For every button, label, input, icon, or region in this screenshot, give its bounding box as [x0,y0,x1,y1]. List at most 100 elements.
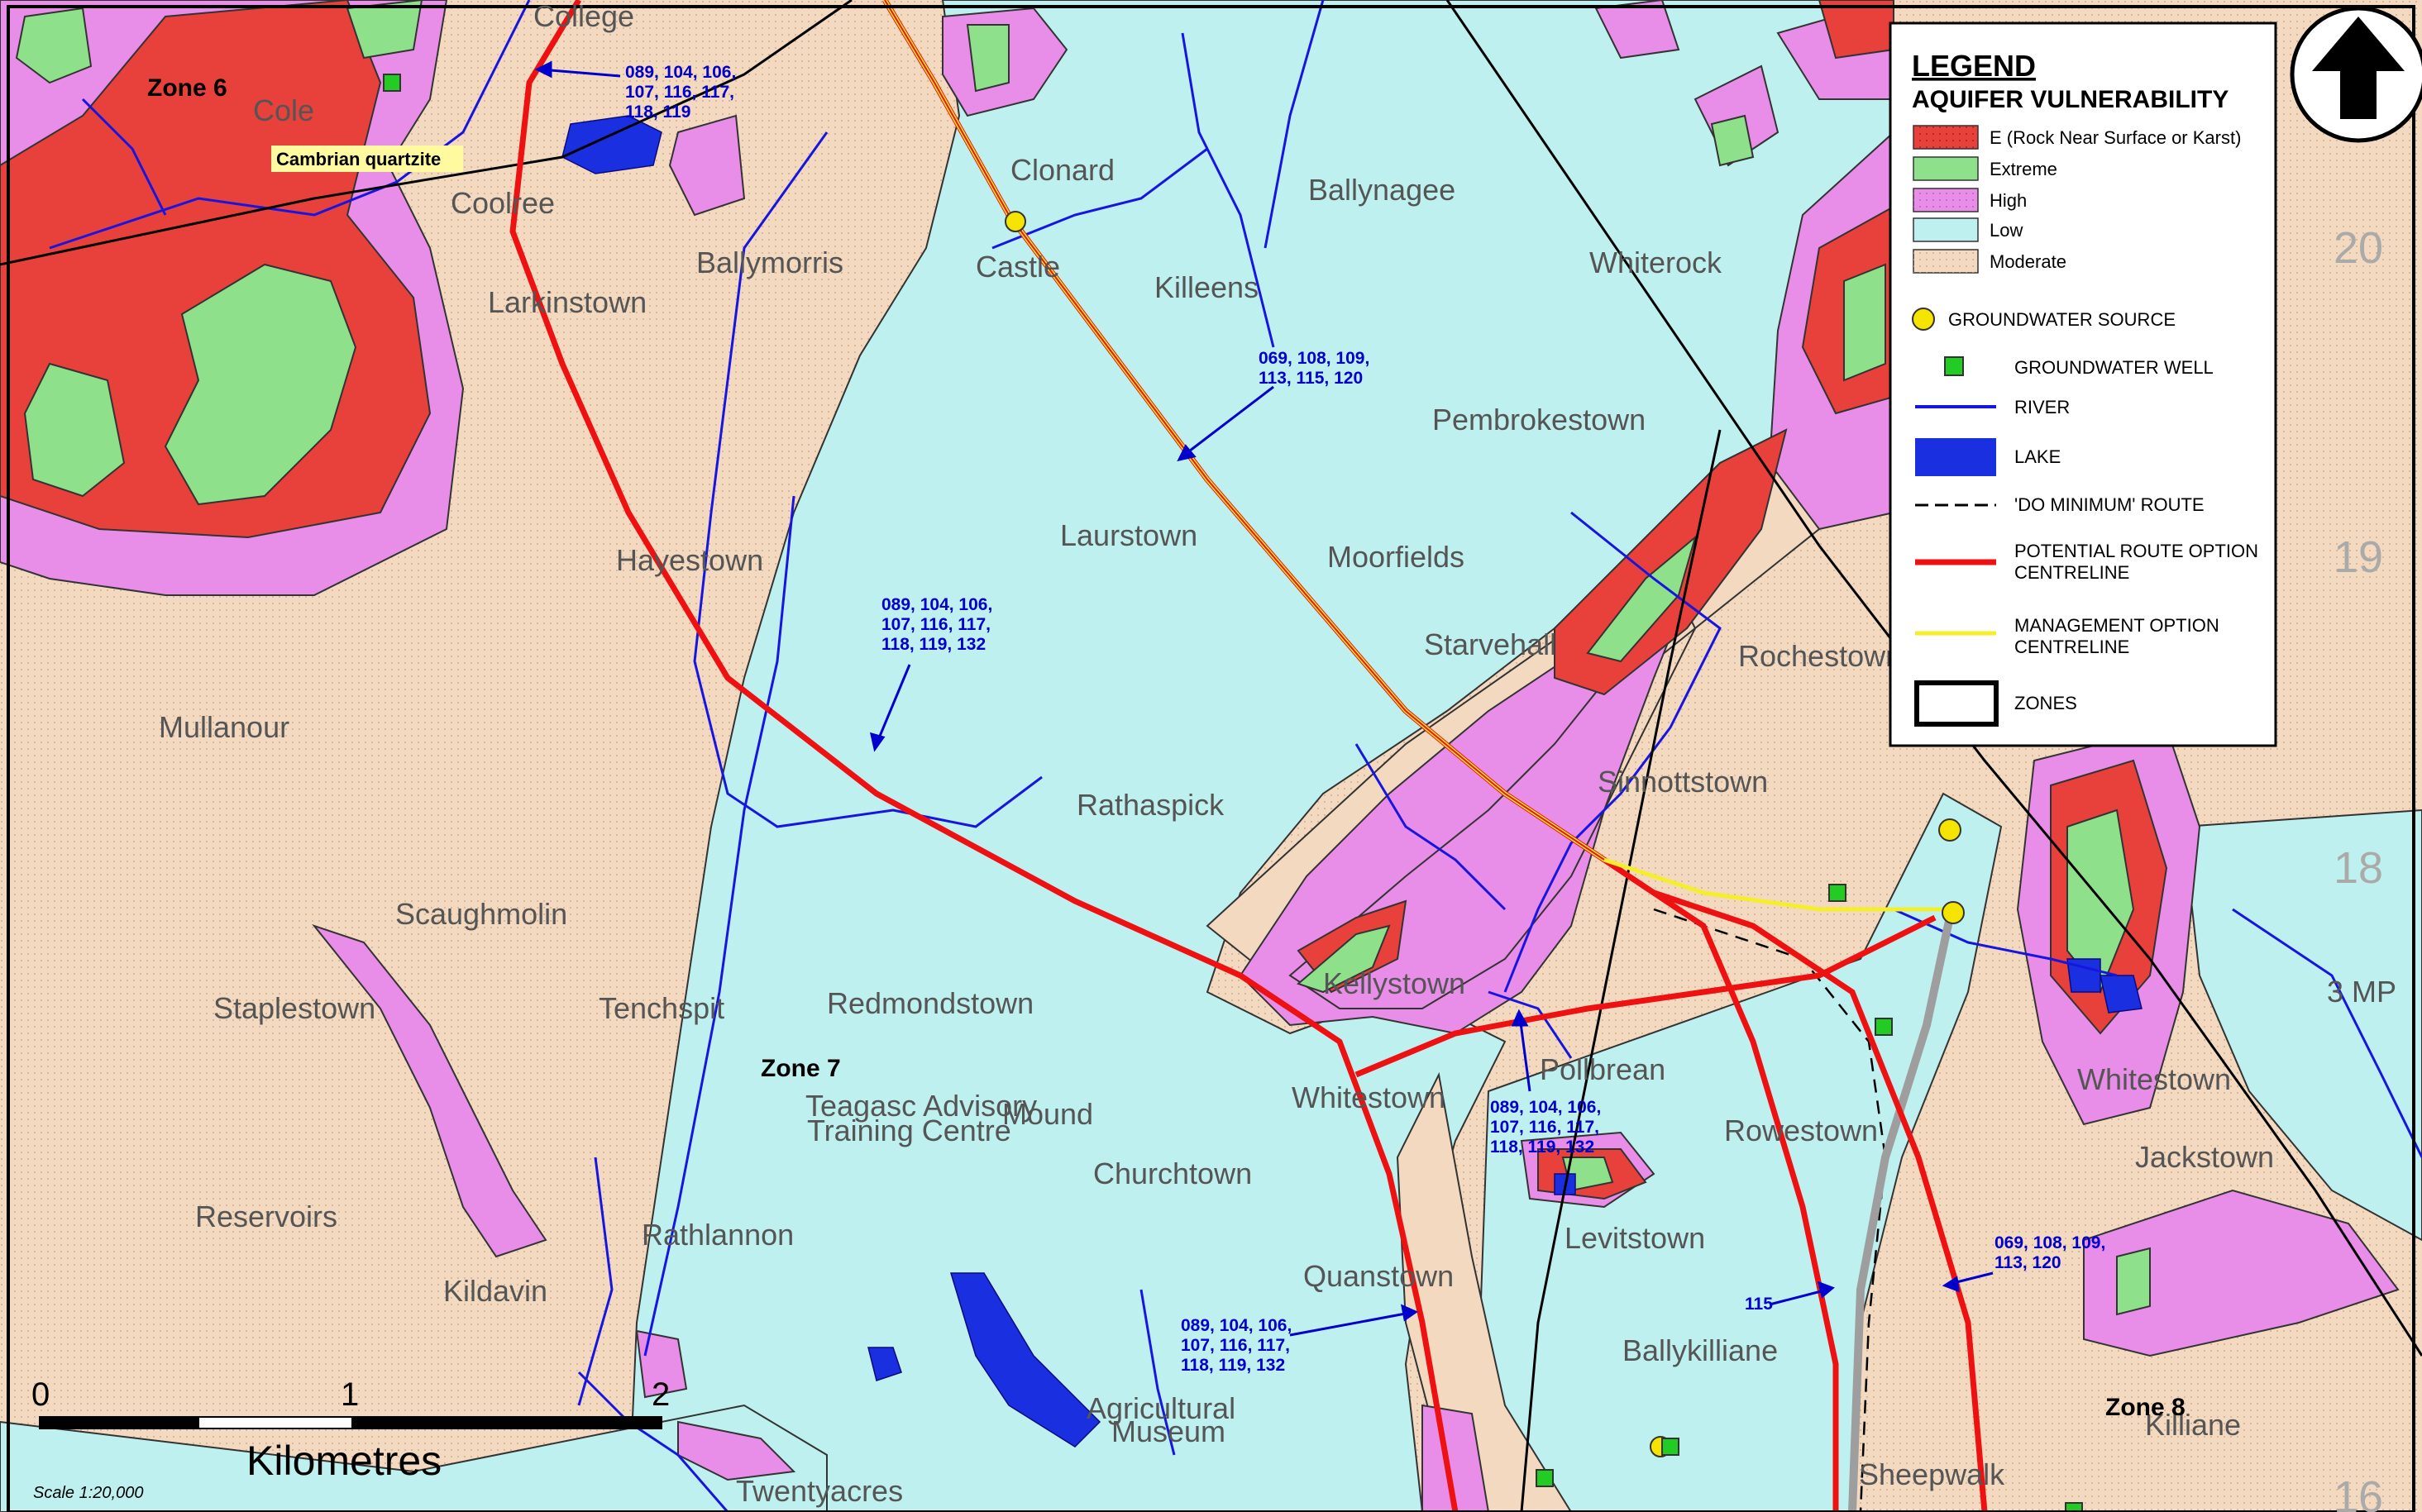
place-label: Killiane [2145,1408,2241,1442]
place-label: College [533,0,634,33]
place-label: Churchtown [1093,1157,1252,1190]
grid-number: 19 [2334,532,2383,582]
place-label: Twentyacres [736,1474,903,1508]
place-label: Killeens [1154,270,1259,304]
place-label: Kellystown [1323,966,1465,1000]
place-label: Pollbrean [1540,1052,1665,1086]
annotation-line: 107, 116, 117, [625,83,734,102]
place-label: Scaughmolin [395,897,567,931]
place-label: Whitestown [1292,1080,1445,1114]
annotation-labels: 089, 104, 106, 107, 116, 117, 118, 119 0… [625,63,2105,1375]
legend-item-label: Extreme [1990,159,2057,179]
annotation-line: 113, 120 [1994,1253,2061,1272]
legend-swatch-extreme [1913,156,1979,181]
legend-symbol-label: 'DO MINIMUM' ROUTE [2014,494,2205,515]
place-label: Castle [976,250,1060,284]
legend-item-label: Moderate [1990,251,2066,272]
scale-unit: Kilometres [246,1438,442,1484]
legend-item-label: E (Rock Near Surface or Karst) [1990,127,2241,148]
annotation-line: 115 [1745,1295,1773,1314]
zone-labels: Zone 6 Zone 7 Zone 8 [147,74,2186,1421]
moderate-tongue-south [1396,1071,1573,1512]
place-names: College Cole Coolree Ballymorris Larkins… [159,0,2396,1508]
place-label: Rochestown [1738,639,1902,673]
do-minimum-dashed [1653,908,1887,1512]
legend-symbol-label: POTENTIAL ROUTE OPTION [2014,541,2258,561]
zone-box-icon [1914,680,1999,727]
annotation-arrows [534,60,1994,1337]
place-label: Rathaspick [1077,788,1225,822]
legend-symbol-label: MANAGEMENT OPTION [2014,615,2219,636]
place-label: Museum [1111,1414,1225,1448]
place-label: Quanstown [1303,1259,1454,1293]
legend-symbol-label: ZONES [2014,693,2077,713]
map-frame [7,5,2415,1512]
place-label: Kildavin [443,1274,547,1308]
annotation-line: 089, 104, 106, [1181,1316,1292,1335]
place-label: Sheepwalk [1859,1457,2005,1491]
grid-number: 18 [2334,843,2383,893]
legend-symbol-label: RIVER [2014,397,2070,417]
place-label: Pembrokestown [1432,403,1646,436]
place-label: Clonard [1010,153,1115,187]
legend-symbol-label: CENTRELINE [2014,637,2129,657]
place-label: Training Centre [807,1114,1011,1147]
scale-bar: 0 1 2 Kilometres Scale 1:20,000 [31,1376,670,1502]
legend-title: LEGEND [1912,49,2036,83]
place-label: Ballynagee [1308,173,1455,207]
low-area-west-strip [0,1404,828,1512]
place-label: Mound [1002,1097,1093,1131]
place-label: Starvehall [1424,627,1556,661]
green-square-icon [1944,356,1964,376]
north-arrow-icon [2290,6,2422,143]
annotation-line: 089, 104, 106, [625,63,736,82]
grid-number: 20 [2334,223,2383,273]
scale-tick: 2 [652,1376,670,1413]
place-label: Reservoirs [195,1200,337,1233]
access-road [1848,908,1956,1512]
legend-swatch-low [1913,217,1979,242]
place-label: Jackstown [2135,1140,2274,1174]
place-label: 3 MP [2327,975,2396,1009]
scale-ratio: Scale 1:20,000 [33,1484,143,1502]
place-label: Ballykilliane [1622,1333,1778,1367]
annotation-line: 118, 119, 132 [1490,1138,1594,1157]
legend-item-label: High [1990,190,2027,211]
place-label: Staplestown [213,991,375,1025]
management-option-overlay [884,0,1605,861]
place-label: Laurstown [1060,518,1197,552]
blue-fill-icon [1915,438,1996,476]
annotation-line: 089, 104, 106, [881,595,992,614]
place-label: Sinnottstown [1598,765,1768,799]
cambrian-label: Cambrian quartzite [276,149,441,169]
annotation-line: 107, 116, 117, [1181,1336,1290,1355]
zone-label: Zone 8 [2105,1394,2186,1421]
annotation-line: 118, 119 [625,103,690,122]
place-label: Redmondstown [827,986,1034,1020]
groundwater-sources [1005,211,1965,1457]
place-label: Ballymorris [696,246,843,279]
place-label: Mullanour [159,710,289,744]
legend-subtitle: AQUIFER VULNERABILITY [1912,86,2229,113]
annotation-line: 069, 108, 109, [1259,349,1369,368]
place-label: Whiterock [1589,246,1722,279]
annotation-line: 118, 119, 132 [881,635,986,654]
place-label: Tenchspit [599,991,724,1025]
low-area-east [2181,808,2422,1242]
legend-symbol-label: GROUNDWATER SOURCE [1948,309,2176,330]
place-label: Agricultural [1087,1391,1235,1425]
lakes [561,115,2143,1448]
annotation-line: 118, 119, 132 [1181,1356,1285,1375]
legend-symbol-label: LAKE [2014,446,2061,467]
annotation-line: 089, 104, 106, [1490,1098,1601,1117]
cambrian-quartzite-label: Cambrian quartzite [271,145,463,172]
legend-symbol-label: CENTRELINE [2014,562,2129,583]
scale-tick: 0 [31,1376,50,1413]
legend-panel: LEGEND AQUIFER VULNERABILITY E (Rock Nea… [1889,21,2277,747]
scale-tick: 1 [341,1376,359,1413]
place-label: Rowestown [1724,1114,1878,1147]
place-label: Hayestown [616,543,763,577]
place-label: Larkinstown [488,285,647,319]
annotation-line: 107, 116, 117, [1490,1118,1599,1137]
